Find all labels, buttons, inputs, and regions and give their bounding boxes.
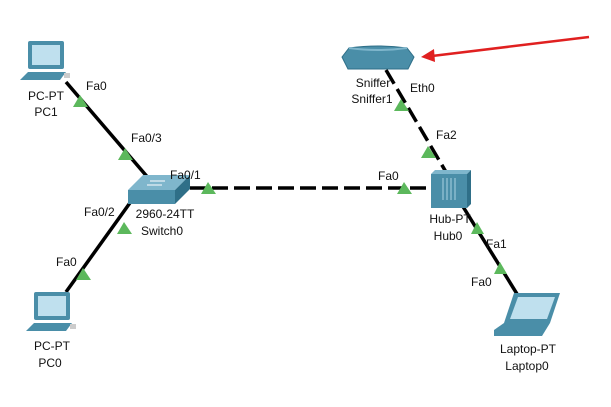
device-model-label: Hub-PT <box>429 212 471 226</box>
device-name-label: PC1 <box>34 105 58 119</box>
port-status-indicators <box>73 95 507 280</box>
device-pc1[interactable]: PC-PT PC1 <box>20 41 70 119</box>
port-up-icon <box>118 148 133 160</box>
port-label: Fa0/1 <box>170 168 201 182</box>
pc-icon <box>20 41 70 80</box>
link-sniffer1-hub0[interactable] <box>384 69 448 173</box>
port-label: Fa0 <box>471 275 492 289</box>
device-name-label: PC0 <box>38 356 62 370</box>
device-pc0[interactable]: PC-PT PC0 <box>26 292 76 370</box>
device-model-label: 2960-24TT <box>136 207 195 221</box>
laptop-icon <box>494 293 560 336</box>
port-label: Fa2 <box>436 128 457 142</box>
device-model-label: Sniffer <box>356 76 390 90</box>
device-model-label: PC-PT <box>28 89 65 103</box>
device-model-label: PC-PT <box>34 339 71 353</box>
port-up-icon <box>397 182 412 194</box>
port-label: Fa0 <box>378 169 399 183</box>
pc-icon <box>26 292 76 331</box>
port-up-icon <box>201 182 216 194</box>
port-label: Fa1 <box>486 237 507 251</box>
device-name-label: Hub0 <box>434 229 463 243</box>
port-label: Fa0/2 <box>84 205 115 219</box>
port-label: Fa0/3 <box>131 131 162 145</box>
hub-icon <box>431 170 471 208</box>
sniffer-icon <box>341 45 415 70</box>
port-up-icon <box>73 95 88 107</box>
port-up-icon <box>494 262 507 274</box>
device-hub0[interactable]: Hub-PT Hub0 <box>429 170 471 243</box>
device-name-label: Sniffer1 <box>351 92 392 106</box>
device-switch0[interactable]: 2960-24TT Switch0 <box>128 175 195 238</box>
port-up-icon <box>471 222 484 234</box>
link-hub0-laptop0[interactable] <box>460 204 524 303</box>
device-laptop0[interactable]: Laptop-PT Laptop0 <box>494 293 560 373</box>
red-arrow-annotation <box>421 35 590 62</box>
port-label: Fa0 <box>86 79 107 93</box>
port-up-icon <box>394 99 409 111</box>
device-model-label: Laptop-PT <box>500 342 557 356</box>
port-up-icon <box>76 268 91 280</box>
port-up-icon <box>421 146 436 158</box>
device-name-label: Laptop0 <box>505 359 549 373</box>
link-switch0-pc0[interactable] <box>64 198 134 294</box>
port-label: Fa0 <box>56 255 77 269</box>
port-label: Eth0 <box>410 81 435 95</box>
device-sniffer1[interactable]: Sniffer Sniffer1 <box>341 45 415 106</box>
device-name-label: Switch0 <box>141 224 183 238</box>
port-up-icon <box>117 222 132 234</box>
switch-icon <box>128 175 190 204</box>
